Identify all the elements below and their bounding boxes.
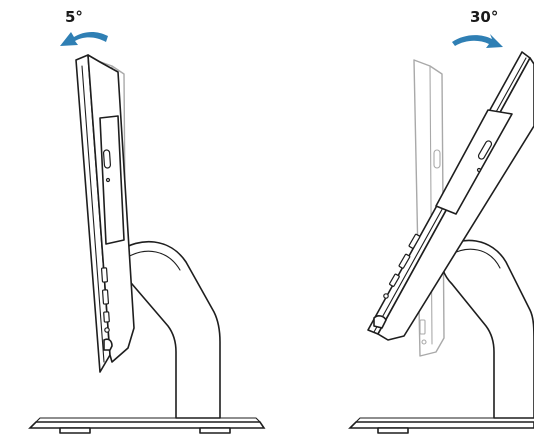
left-panel-5-degree: 5°	[28, 8, 266, 434]
right-angle-label: 30°	[470, 8, 498, 26]
right-card-slot-icon	[389, 273, 400, 287]
left-usb-port-2-icon	[101, 289, 110, 305]
right-audio-jack-icon	[383, 293, 389, 299]
left-card-slot-icon	[103, 311, 110, 323]
right-monitor	[367, 51, 534, 341]
right-usb-port-icon	[408, 233, 421, 249]
right-stand-base	[348, 417, 534, 434]
right-panel-30-degree: 30°	[348, 8, 534, 434]
left-usb-port-icon	[100, 267, 109, 283]
right-drive-eject-icon	[477, 140, 493, 160]
left-drive-eject-icon	[102, 149, 112, 169]
right-usb-port-2-icon	[398, 253, 411, 269]
left-monitor	[75, 54, 135, 373]
left-stand-base	[28, 417, 266, 434]
left-tilt-arrow-icon	[60, 31, 108, 46]
left-audio-jack-icon	[104, 327, 110, 333]
right-stand	[439, 239, 534, 419]
right-tilt-arrow-icon	[452, 34, 503, 48]
left-angle-label: 5°	[65, 8, 83, 26]
